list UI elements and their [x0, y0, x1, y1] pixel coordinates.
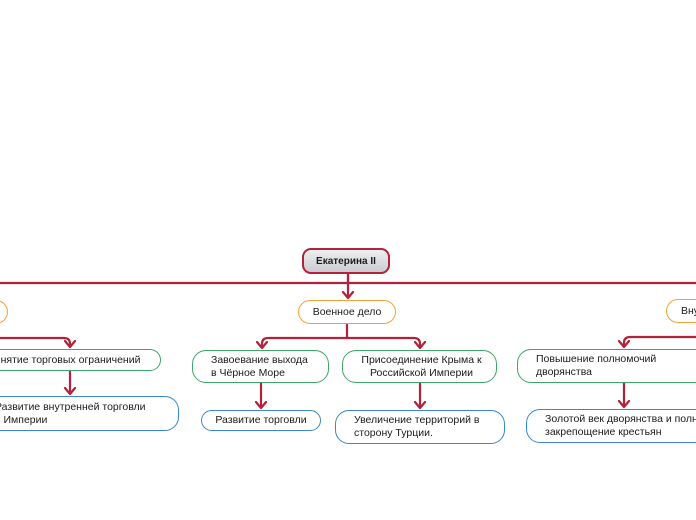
node-nobility-powers[interactable]: Повышение полномочий дворянства: [517, 349, 696, 383]
node-crimea[interactable]: Присоединение Крыма к Российской Империи: [342, 350, 497, 383]
link-root-to-military-arrowhead: [341, 290, 355, 300]
node-black-sea-label: Завоевание выхода в Чёрное Море: [211, 353, 308, 379]
link-black-sea-to-trade-development-arrowhead: [254, 400, 268, 410]
link-internal-to-nobility-powers-arrowhead: [617, 339, 631, 349]
link-military-to-black-sea-arrowhead: [255, 340, 269, 350]
node-nobility-powers-label: Повышение полномочий дворянства: [536, 353, 657, 378]
link-internal-to-nobility-powers: [622, 335, 696, 348]
node-trade-restrictions[interactable]: Снятие торговых ограничений: [0, 349, 161, 371]
link-military-to-black-sea: [260, 322, 349, 349]
node-internal-trade[interactable]: Развитие внутренней торговли в Империи: [0, 396, 179, 431]
root-node-label: Екатерина II: [316, 255, 376, 267]
node-territory-label: Увеличение территорий в сторону Турции.: [354, 414, 480, 439]
node-trade-development-label: Развитие торговли: [215, 414, 307, 426]
node-internal-trade-label: Развитие внутренней торговли в Империи: [0, 400, 146, 426]
link-nobility-powers-to-golden-age-arrowhead: [617, 399, 631, 409]
link-left-to-trade-restrictions-arrowhead: [63, 339, 77, 349]
link-military-to-crimea-arrowhead: [413, 340, 427, 350]
link-crimea-to-territory-arrowhead: [413, 400, 427, 410]
link-root-to-left: [0, 272, 350, 285]
link-trade-restrictions-to-internal-trade-arrowhead: [63, 386, 77, 396]
category-internal-label: Внутр: [681, 304, 696, 317]
node-black-sea[interactable]: Завоевание выхода в Чёрное Море: [192, 350, 329, 383]
node-golden-age[interactable]: Золотой век дворянства и полное закрепощ…: [526, 409, 696, 443]
category-military-label: Военное дело: [312, 305, 382, 318]
link-military-to-crimea: [345, 336, 422, 349]
node-golden-age-label: Золотой век дворянства и полное закрепощ…: [545, 413, 696, 438]
node-crimea-label: Присоединение Крыма к Российской Империи: [361, 353, 482, 379]
node-trade-restrictions-label: Снятие торговых ограничений: [0, 353, 141, 366]
link-left-to-trade-restrictions: [0, 336, 72, 348]
category-node-military[interactable]: Военное дело: [298, 300, 396, 324]
node-trade-development[interactable]: Развитие торговли: [201, 410, 321, 431]
node-territory[interactable]: Увеличение территорий в сторону Турции.: [335, 410, 505, 444]
category-node-internal[interactable]: Внутр: [666, 299, 696, 323]
root-node[interactable]: Екатерина II: [302, 248, 390, 274]
